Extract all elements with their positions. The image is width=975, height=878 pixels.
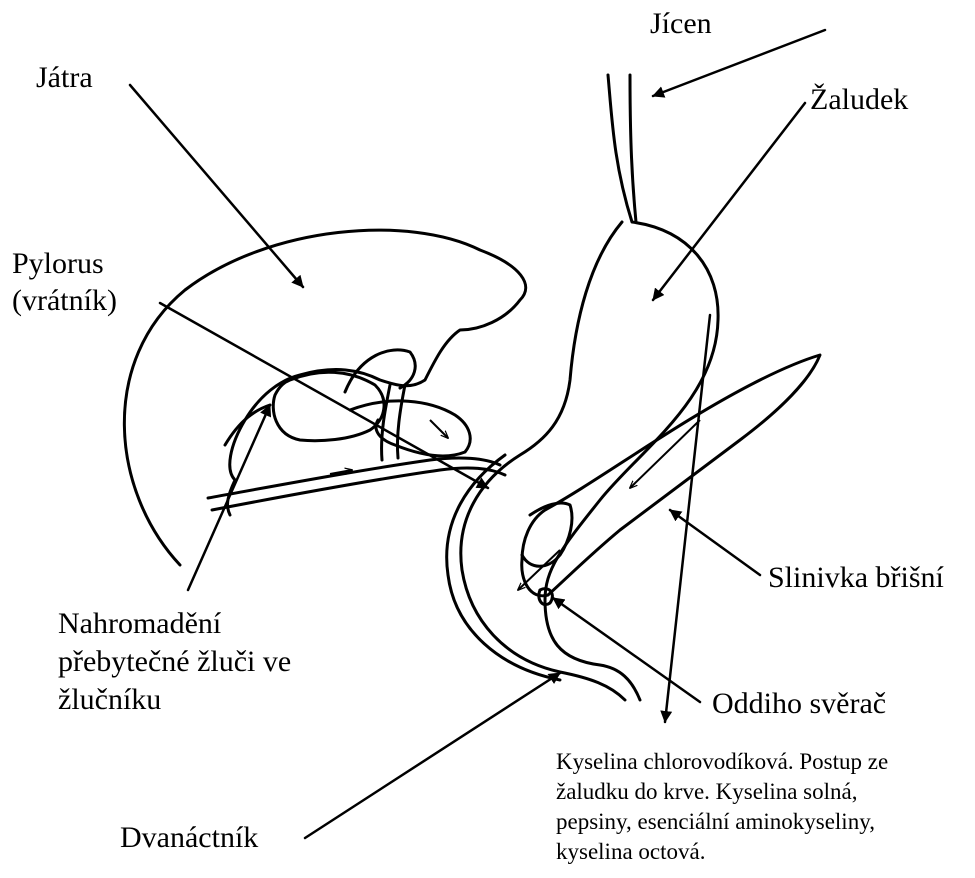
bile-duct-loop — [350, 401, 470, 456]
bile-duct-left — [225, 405, 270, 445]
label-oddi: Oddiho svěrač — [712, 686, 886, 721]
arrow-kyselina — [665, 315, 710, 722]
note-line-3: pepsiny, esenciální aminokyseliny, — [556, 807, 875, 837]
stomach-inner-outline — [630, 75, 636, 222]
arrow-zaludek — [653, 103, 805, 300]
arrow-jatra — [130, 85, 303, 287]
label-nahromadeni-1: Nahromadění — [58, 606, 221, 641]
flow-arrow-2 — [430, 420, 448, 438]
pancreas-inner — [522, 503, 572, 566]
common-duct-1 — [208, 458, 500, 498]
label-pylorus-sub: (vrátník) — [12, 283, 117, 318]
liver-outline — [124, 230, 525, 565]
label-jatra: Játra — [36, 60, 93, 95]
label-pylorus: Pylorus — [12, 246, 104, 281]
label-nahromadeni-3: žlučníku — [58, 682, 161, 717]
label-jicen: Jícen — [650, 6, 712, 41]
label-dvanactnik: Dvanáctník — [120, 820, 258, 855]
arrow-dvanactnik — [305, 673, 560, 838]
note-line-4: kyselina octová. — [556, 837, 705, 867]
label-nahromadeni-2: přebytečné žluči ve — [58, 644, 291, 679]
arrow-pylorus — [160, 303, 488, 488]
note-line-1: Kyselina chlorovodíková. Postup ze — [556, 747, 888, 777]
gallbladder-outline — [273, 372, 384, 440]
note-line-2: žaludku do krve. Kyselina solná, — [556, 777, 857, 807]
arrow-nahromadeni — [188, 405, 270, 590]
label-slinivka: Slinivka břišní — [768, 560, 944, 595]
label-zaludek: Žaludek — [810, 82, 908, 117]
